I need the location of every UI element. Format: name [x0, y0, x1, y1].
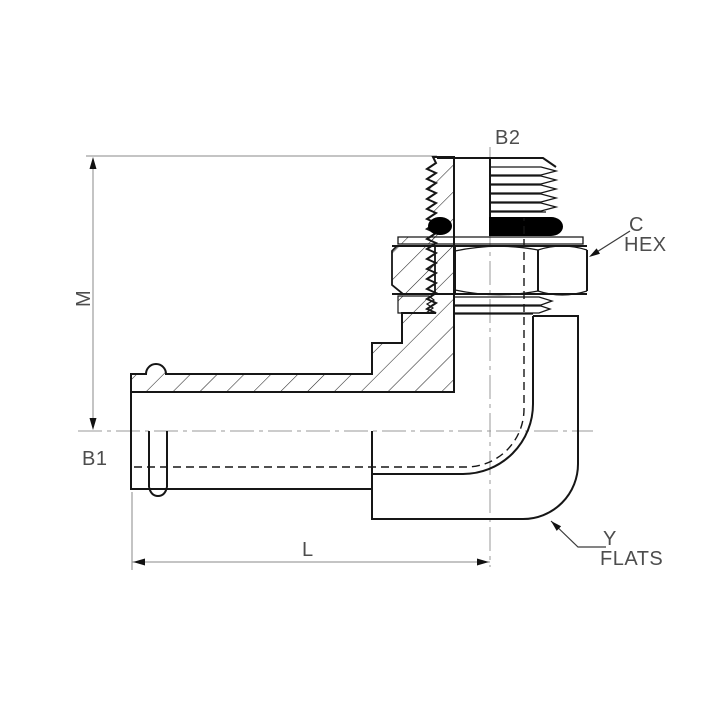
hex-nut-section: [391, 245, 436, 295]
label-l: L: [302, 539, 314, 561]
detail-lines: [397, 166, 588, 315]
stud-top-edge: [437, 157, 557, 168]
label-hex: HEX: [624, 234, 667, 256]
sectioned-parts: [130, 156, 455, 393]
label-c: C: [629, 214, 644, 236]
leader-lines: [550, 230, 631, 548]
stem-bead: [148, 431, 168, 498]
label-y: Y: [603, 528, 617, 550]
label-m: M: [73, 290, 95, 307]
washer-outline: [397, 236, 584, 245]
label-b1: B1: [82, 448, 107, 470]
y-leader-arrow: [551, 521, 562, 531]
lock-washer-front: [455, 296, 555, 315]
m-arrow-bottom: [89, 418, 97, 430]
m-arrow-top: [89, 157, 97, 169]
washer-section: [398, 237, 437, 244]
c-leader-arrow: [589, 248, 600, 257]
dimension-lines: [86, 155, 490, 570]
o-ring: [428, 217, 563, 236]
l-arrow-right: [477, 558, 489, 566]
centerlines: [78, 147, 593, 567]
elbow-body-outline: [371, 315, 579, 520]
y-flats-leader: [550, 520, 606, 548]
labels: B2 M B1 L C HEX Y FLATS: [73, 127, 667, 570]
o-ring-front: [489, 217, 563, 236]
elbow-inner-line: [372, 316, 534, 475]
arrowheads: [89, 157, 600, 566]
external-threads: [490, 166, 559, 213]
c-hex-leader: [591, 230, 631, 256]
hidden-bore-lines: [134, 218, 525, 468]
bore-hidden-line: [134, 218, 525, 468]
lock-washer-section: [397, 295, 436, 314]
l-arrow-left: [133, 558, 145, 566]
hose-stem-outline: [130, 374, 372, 490]
nut-chamfer-arcs: [454, 245, 588, 296]
label-flats: FLATS: [600, 548, 663, 570]
o-ring-section: [428, 217, 452, 235]
label-b2: B2: [495, 127, 520, 149]
